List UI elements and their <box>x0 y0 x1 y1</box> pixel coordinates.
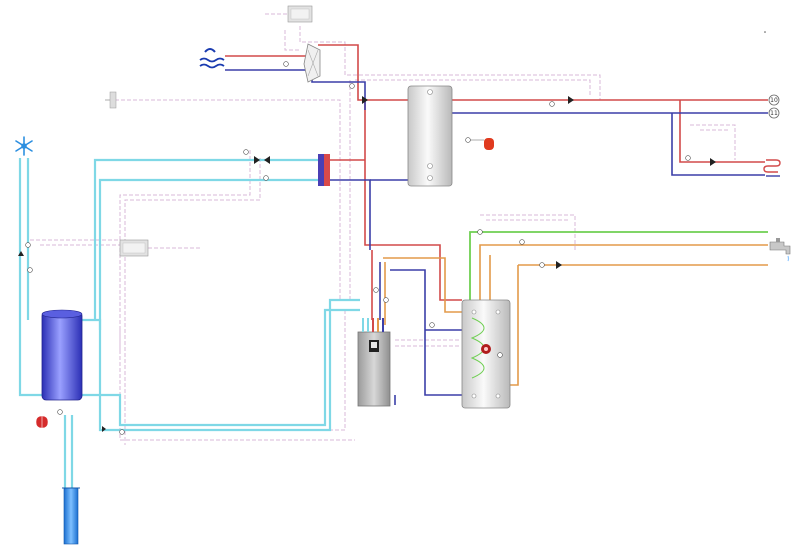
snowflake-icon <box>15 136 33 156</box>
domestic-hot-water-tank[interactable] <box>461 299 511 409</box>
heat-pump-unit[interactable] <box>357 331 391 407</box>
water-tap-icon <box>769 238 791 262</box>
borehole-well <box>62 487 80 545</box>
pump-floor-heating <box>710 158 716 166</box>
domestic-cold-water-lines <box>469 231 768 390</box>
valve-markers[interactable] <box>25 61 691 435</box>
heating-return-lines <box>225 69 768 405</box>
circulation-pump-markers[interactable] <box>18 96 716 432</box>
connector-10-label: 10 <box>770 97 778 104</box>
brine-heat-exchanger[interactable] <box>318 154 330 186</box>
water-waves-icon <box>199 48 225 69</box>
heat-pump-connection-manifold <box>362 318 384 332</box>
stray-dot <box>764 31 766 33</box>
pump-glycol-top <box>254 156 260 164</box>
cooling-storage-tank[interactable] <box>41 309 83 401</box>
floor-heating-coil-icon <box>763 159 781 177</box>
plate-heat-exchanger[interactable] <box>303 43 321 83</box>
expansion-vessel-left[interactable] <box>35 415 49 429</box>
connector-11[interactable]: 11 <box>768 107 780 119</box>
pump-glycol-bottom <box>102 426 106 432</box>
pump-dhw-circulation <box>556 261 562 269</box>
buffer-tank[interactable] <box>407 85 453 187</box>
expansion-vessel-top[interactable] <box>470 138 494 150</box>
outdoor-sensor <box>105 91 117 109</box>
pump-heating-supply <box>568 96 574 104</box>
pump-glycol-riser <box>18 251 24 256</box>
pump-buffer-inlet <box>362 96 368 104</box>
connector-10[interactable]: 10 <box>768 94 780 106</box>
connector-11-label: 11 <box>770 110 778 117</box>
heating-supply-lines <box>225 44 768 320</box>
pump-glycol-top-b <box>264 156 270 164</box>
